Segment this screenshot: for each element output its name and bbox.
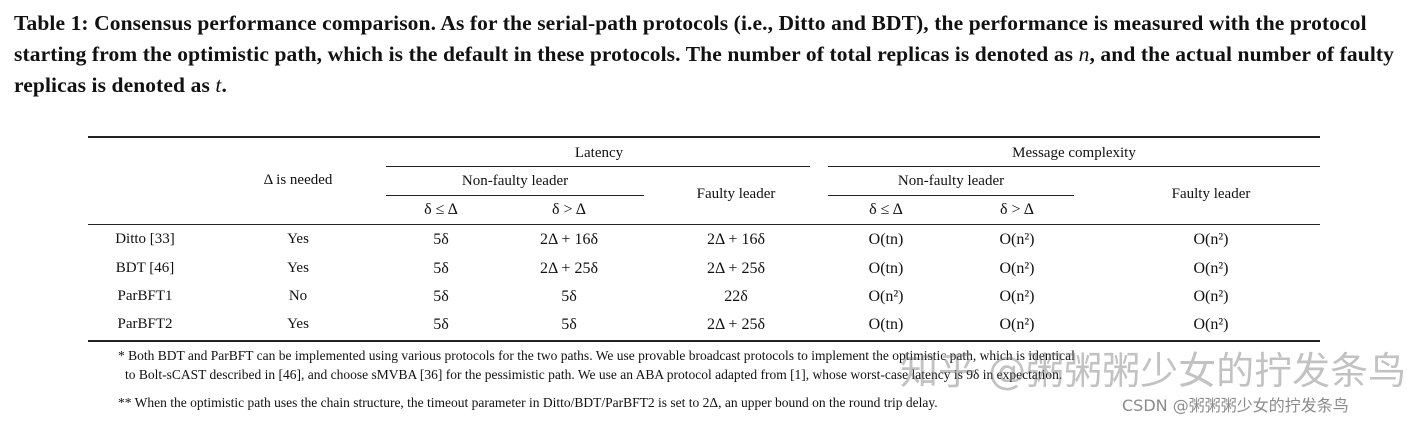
cell-msg-faulty: O(n²) [1193,288,1229,305]
cell-lat-faulty: 2Δ + 25δ [707,260,765,277]
watermark-csdn: CSDN @粥粥粥少女的拧发条鸟 [1122,396,1349,415]
cell-msg-async: O(n²) [999,260,1035,277]
cell-msg-faulty: O(n²) [1193,231,1229,248]
header-message-complexity: Message complexity [1012,145,1136,161]
header-message-faulty: Faulty leader [1171,186,1251,202]
latency-nonfaulty-rule [386,195,644,196]
table-caption: Table 1: Consensus performance compariso… [14,11,1395,97]
cell-name: Ditto [33] [115,231,175,247]
header-rule [88,224,1320,225]
cell-lat-async: 2Δ + 25δ [540,260,598,277]
cell-needed: Yes [287,260,309,276]
cell-msg-async: O(n²) [999,231,1035,248]
cell-lat-faulty: 2Δ + 25δ [707,316,765,333]
message-nonfaulty-rule [828,195,1074,196]
watermark-zhihu: 知乎 @粥粥粥少女的拧发条鸟 [900,349,1407,393]
cell-msg-async: O(n²) [999,288,1035,305]
cell-msg-sync: O(n²) [868,288,904,305]
header-delta-needed: Δ is needed [263,172,333,188]
latency-rule [386,166,810,167]
cell-needed: Yes [287,316,309,332]
cell-lat-sync: 5δ [433,316,449,333]
cell-msg-faulty: O(n²) [1193,316,1229,333]
cell-lat-sync: 5δ [433,260,449,277]
header-latency-faulty: Faulty leader [696,186,776,202]
cell-msg-async: O(n²) [999,316,1035,333]
cell-needed: No [288,288,308,304]
cell-msg-faulty: O(n²) [1193,260,1229,277]
footnote-2: ** When the optimistic path uses the cha… [118,395,938,410]
footnote-1: * Both BDT and ParBFT can be implemented… [118,348,1075,363]
header-latency-sync: δ ≤ Δ [424,201,458,218]
top-rule [88,136,1320,138]
cell-lat-faulty: 22δ [724,288,748,305]
cell-lat-sync: 5δ [433,288,449,305]
cell-name: ParBFT2 [117,316,173,332]
header-message-sync: δ ≤ Δ [869,201,903,218]
cell-lat-async: 5δ [561,316,577,333]
header-message-nonfaulty: Non-faulty leader [897,173,1005,189]
cell-msg-sync: O(tn) [868,316,904,333]
cell-lat-async: 5δ [561,288,577,305]
cell-lat-faulty: 2Δ + 16δ [707,231,765,248]
cell-msg-sync: O(tn) [868,260,904,277]
cell-msg-sync: O(tn) [868,231,904,248]
header-latency-nonfaulty: Non-faulty leader [461,173,569,189]
header-latency-async: δ > Δ [552,201,586,218]
header-latency: Latency [574,145,624,161]
cell-lat-sync: 5δ [433,231,449,248]
message-rule [828,166,1320,167]
cell-needed: Yes [287,231,309,247]
cell-lat-async: 2Δ + 16δ [540,231,598,248]
cell-name: ParBFT1 [117,288,173,304]
footnote-1-cont: to Bolt-sCAST described in [46], and cho… [125,367,1063,382]
header-message-async: δ > Δ [1000,201,1034,218]
cell-name: BDT [46] [115,260,175,276]
bottom-rule [88,340,1320,342]
